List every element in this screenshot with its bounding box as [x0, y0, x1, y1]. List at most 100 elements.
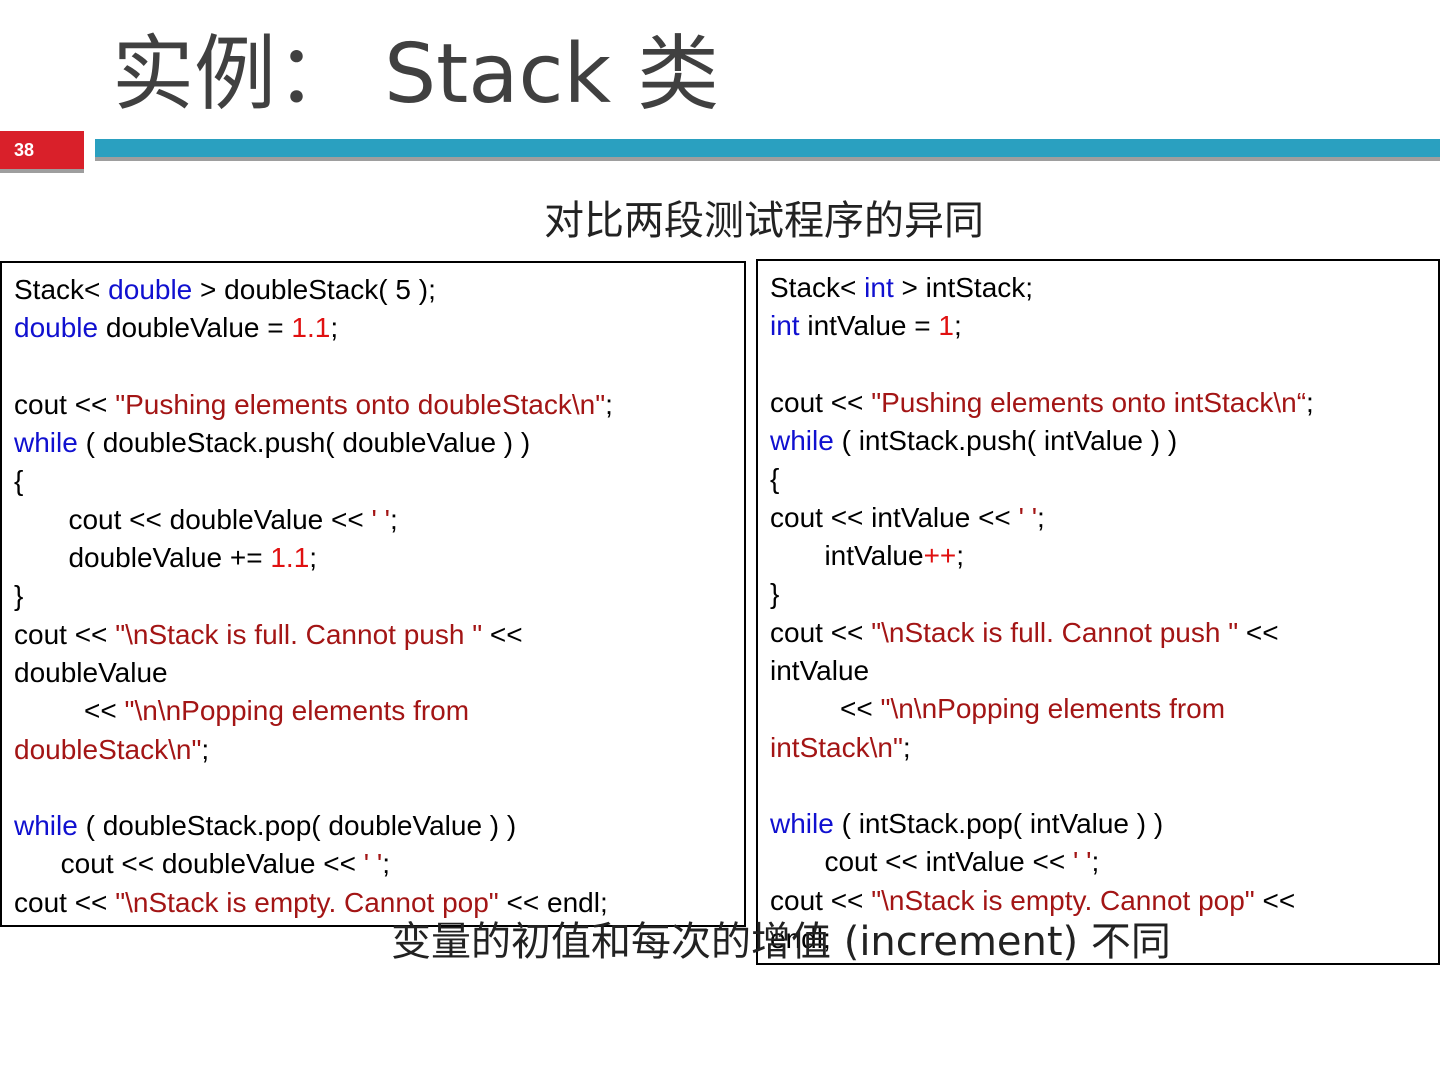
- code-token: cout << intValue <<: [770, 846, 1074, 878]
- code-token: cout << doubleValue <<: [14, 503, 372, 535]
- code-token: ;: [390, 503, 398, 535]
- code-token: ' ': [1073, 846, 1092, 878]
- code-token: ;: [330, 312, 339, 344]
- code-token: intStack\n": [770, 731, 903, 763]
- code-token: ' ': [363, 848, 383, 880]
- code-token: cout <<: [14, 388, 116, 420]
- slide-title: 实例： Stack 类: [112, 27, 720, 122]
- code-line: doubleStack\n";: [14, 731, 732, 769]
- code-token: <<: [1238, 616, 1279, 648]
- code-token: 1.1: [270, 542, 310, 574]
- code-line: }: [770, 575, 1426, 613]
- code-token: ;: [382, 848, 391, 880]
- code-token: cout <<: [770, 884, 872, 916]
- code-line: << "\n\nPopping elements from: [770, 690, 1426, 728]
- code-token: cout <<: [14, 886, 116, 918]
- code-token: cout << doubleValue <<: [14, 848, 364, 880]
- code-token: endl;: [770, 923, 831, 955]
- code-line: cout << "\nStack is empty. Cannot pop" <…: [770, 882, 1426, 920]
- code-token: cout << intValue <<: [770, 501, 1019, 533]
- code-token: while: [770, 808, 834, 840]
- code-token: }: [770, 578, 780, 610]
- code-token: <<: [14, 695, 125, 727]
- code-token: ;: [1091, 846, 1100, 878]
- slide-number: 38: [0, 131, 84, 169]
- code-line: doubleValue += 1.1;: [14, 539, 732, 577]
- code-token: double: [108, 274, 193, 305]
- code-token: doubleStack\n": [14, 733, 202, 765]
- code-token: "\nStack is empty. Cannot pop": [871, 884, 1255, 916]
- code-token: > doubleStack( 5 );: [192, 274, 436, 305]
- code-line: endl;: [770, 920, 1426, 958]
- code-line: cout << "\nStack is full. Cannot push " …: [770, 614, 1426, 652]
- code-line: while ( intStack.push( intValue ) ): [770, 422, 1426, 460]
- code-line: while ( doubleStack.pop( doubleValue ) ): [14, 807, 732, 845]
- code-line: while ( doubleStack.push( doubleValue ) …: [14, 424, 732, 462]
- int-stack-code-box: Stack< int > intStack;int intValue = 1; …: [756, 259, 1440, 965]
- code-token: "\nStack is full. Cannot push ": [871, 616, 1239, 648]
- code-token: int: [864, 272, 894, 303]
- code-line: double doubleValue = 1.1;: [14, 309, 732, 347]
- code-line: int intValue = 1;: [770, 307, 1426, 345]
- code-token: ;: [953, 310, 962, 342]
- code-line: intValue: [770, 652, 1426, 690]
- comparison-note: 变量的初值和每次的增值 (increment) 不同: [391, 919, 1171, 965]
- code-token: ;: [309, 542, 318, 574]
- code-token: int: [770, 310, 800, 342]
- code-token: <<: [482, 618, 523, 650]
- code-token: <<: [770, 693, 881, 725]
- code-token: intValue: [770, 540, 924, 572]
- code-line: doubleValue: [14, 654, 732, 692]
- code-line: [770, 767, 1426, 805]
- code-token: }: [14, 580, 24, 612]
- code-token: <<: [1254, 884, 1296, 916]
- code-token: ( doubleStack.push( doubleValue ) ): [77, 427, 531, 459]
- code-token: ( doubleStack.pop( doubleValue ) ): [77, 810, 517, 842]
- code-line: cout << "\nStack is empty. Cannot pop" <…: [14, 884, 732, 922]
- code-token: "Pushing elements onto doubleStack\n": [115, 388, 606, 420]
- code-token: "\nStack is full. Cannot push ": [115, 618, 483, 650]
- code-token: << endl;: [498, 886, 608, 918]
- code-token: ' ': [1018, 501, 1038, 533]
- code-line: << "\n\nPopping elements from: [14, 692, 732, 730]
- code-line: cout << "\nStack is full. Cannot push " …: [14, 616, 732, 654]
- code-token: > intStack;: [893, 272, 1034, 303]
- code-token: "Pushing elements onto intStack\n“: [871, 386, 1307, 418]
- code-line: cout << doubleValue << ' ';: [14, 845, 732, 883]
- code-line: [14, 348, 732, 386]
- code-token: doubleValue =: [98, 312, 292, 344]
- code-token: while: [14, 427, 78, 459]
- code-token: doubleValue +=: [14, 542, 271, 574]
- code-line: cout << doubleValue << ' ';: [14, 501, 732, 539]
- code-line: cout << "Pushing elements onto intStack\…: [770, 384, 1426, 422]
- code-token: 1: [938, 310, 954, 342]
- code-token: "\nStack is empty. Cannot pop": [115, 886, 499, 918]
- code-token: Stack<: [14, 274, 109, 305]
- code-token: Stack<: [770, 272, 865, 303]
- code-token: {: [14, 465, 24, 497]
- code-line: {: [14, 462, 732, 500]
- code-token: 1.1: [291, 312, 331, 344]
- code-line: cout << intValue << ' ';: [770, 499, 1426, 537]
- code-token: ;: [956, 540, 965, 572]
- code-token: cout <<: [770, 386, 872, 418]
- code-token: {: [770, 463, 780, 495]
- code-token: ;: [605, 388, 613, 420]
- code-token: cout <<: [14, 618, 116, 650]
- code-token: ;: [902, 731, 911, 763]
- code-token: double: [14, 312, 99, 344]
- code-line: cout << "Pushing elements onto doubleSta…: [14, 386, 732, 424]
- code-line: intValue++;: [770, 537, 1426, 575]
- code-token: while: [14, 810, 78, 842]
- code-token: ++: [923, 540, 957, 572]
- code-token: "\n\nPopping elements from: [124, 695, 470, 727]
- code-line: while ( intStack.pop( intValue ) ): [770, 805, 1426, 843]
- code-token: ( intStack.push( intValue ) ): [833, 425, 1178, 457]
- code-line: }: [14, 577, 732, 615]
- code-line: [14, 769, 732, 807]
- code-token: while: [770, 425, 834, 457]
- code-line: cout << intValue << ' ';: [770, 843, 1426, 881]
- code-token: ;: [201, 733, 210, 765]
- code-token: intValue =: [799, 310, 939, 342]
- code-line: [770, 346, 1426, 384]
